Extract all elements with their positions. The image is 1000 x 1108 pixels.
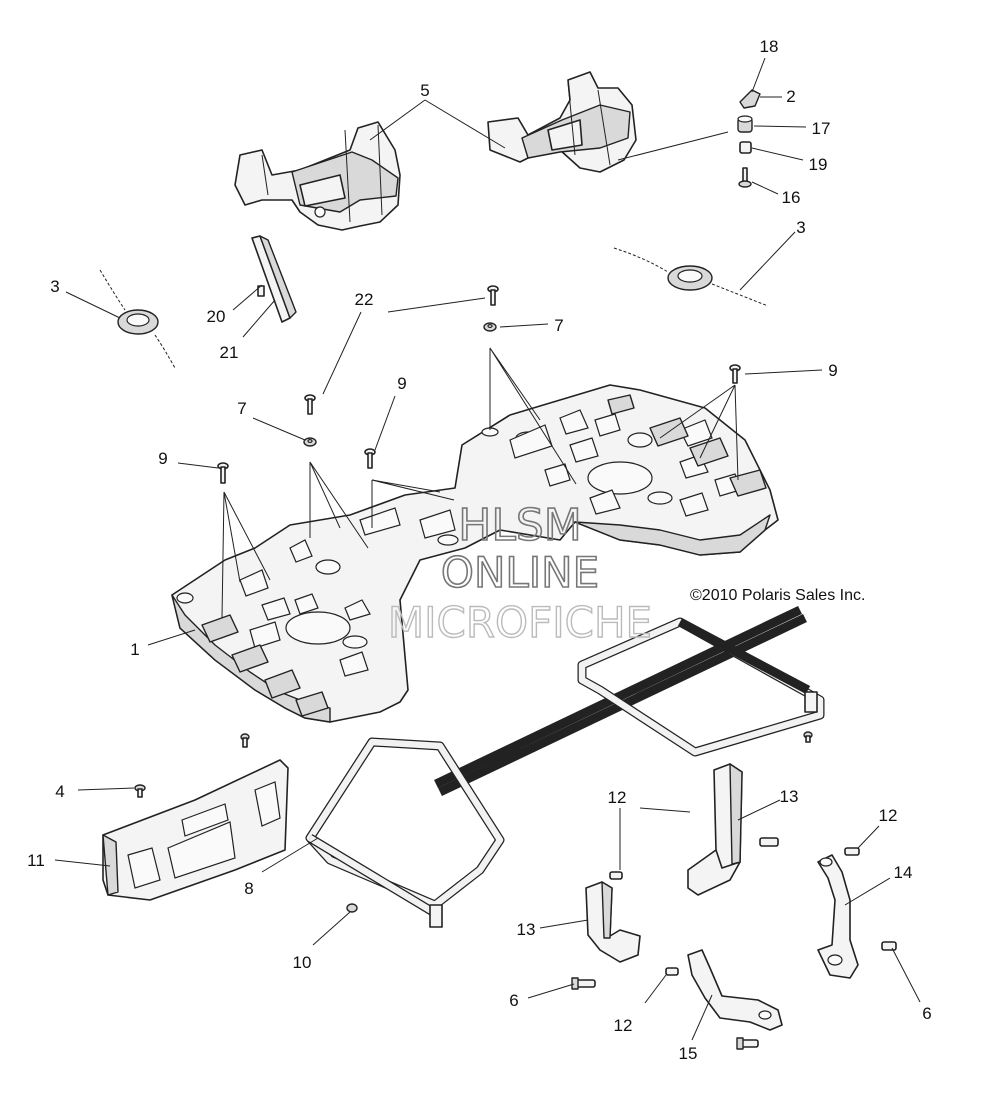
washer-7-upper	[483, 322, 497, 332]
watermark-line-3: MICROFICHE	[388, 598, 652, 647]
callout-2: 2	[786, 87, 795, 106]
frame-part-8	[305, 605, 825, 928]
callout-8: 8	[244, 879, 253, 898]
callout-6-left: 6	[509, 991, 518, 1010]
tie-down-strap-right	[613, 247, 769, 307]
nut-10	[346, 903, 358, 913]
tie-down-strap-left	[99, 269, 176, 369]
callout-7-right: 7	[554, 316, 563, 335]
callout-11: 11	[27, 851, 45, 870]
hardware-clip-2	[739, 89, 761, 109]
fastener-4	[134, 784, 146, 798]
hardware-bushing-17	[737, 115, 753, 133]
callout-22: 22	[355, 290, 374, 309]
callout-9-mid: 9	[397, 374, 406, 393]
callout-numbers: 18 2 17 19 16 5 3 3 20 21 22 7 7 9 9 9 1…	[27, 37, 932, 1063]
cargo-rack-part-1	[171, 384, 779, 723]
callout-1: 1	[130, 640, 139, 659]
bracket-part-20-21	[251, 235, 297, 323]
front-panel-part-11	[102, 759, 289, 901]
callout-21: 21	[220, 343, 239, 362]
callout-5: 5	[420, 81, 429, 100]
callout-19: 19	[809, 155, 828, 174]
bolt-22-lower	[304, 394, 316, 415]
callout-17: 17	[812, 119, 831, 138]
callout-6-right: 6	[922, 1004, 931, 1023]
bolt-9-left	[217, 462, 229, 484]
copyright-notice: ©2010 Polaris Sales Inc.	[690, 587, 865, 604]
callout-9-right: 9	[828, 361, 837, 380]
bracket-15	[665, 949, 783, 1031]
callout-18: 18	[760, 37, 779, 56]
callout-12-a: 12	[608, 788, 627, 807]
bracket-13-upper	[687, 763, 779, 896]
callout-13-upper: 13	[780, 787, 799, 806]
callout-4: 4	[55, 782, 64, 801]
callout-13-lower: 13	[517, 920, 536, 939]
callout-9-left: 9	[158, 449, 167, 468]
callout-3-right: 3	[796, 218, 805, 237]
callout-15: 15	[679, 1044, 698, 1063]
watermark: HLSM ONLINE MICROFICHE	[387, 499, 653, 648]
bracket-14	[817, 847, 897, 979]
callout-12-b: 12	[879, 806, 898, 825]
callout-14: 14	[894, 863, 913, 882]
callout-12-c: 12	[614, 1016, 633, 1035]
bolt-9-mid	[364, 448, 376, 469]
fastener-top-11	[240, 733, 250, 748]
rack-part-right	[487, 71, 637, 173]
callout-10: 10	[293, 953, 312, 972]
leader-lines	[54, 57, 921, 1041]
watermark-line-2: ONLINE	[441, 548, 599, 597]
bolt-6-bottom	[736, 1037, 759, 1050]
washer-7-lower	[303, 437, 317, 447]
bolt-22	[487, 285, 499, 306]
bolt-9-right	[729, 364, 741, 384]
hardware-bolt-16	[738, 167, 752, 188]
callout-16: 16	[782, 188, 801, 207]
bracket-13-lower	[585, 871, 641, 963]
nut-frame-right	[803, 731, 813, 743]
callout-7-left: 7	[237, 399, 246, 418]
watermark-line-1: HLSM	[458, 500, 582, 551]
rack-part-left	[234, 121, 401, 231]
callout-20: 20	[207, 307, 226, 326]
hardware-spacer-19	[739, 141, 752, 154]
callout-3-left: 3	[50, 277, 59, 296]
bolt-6-left	[571, 977, 596, 990]
